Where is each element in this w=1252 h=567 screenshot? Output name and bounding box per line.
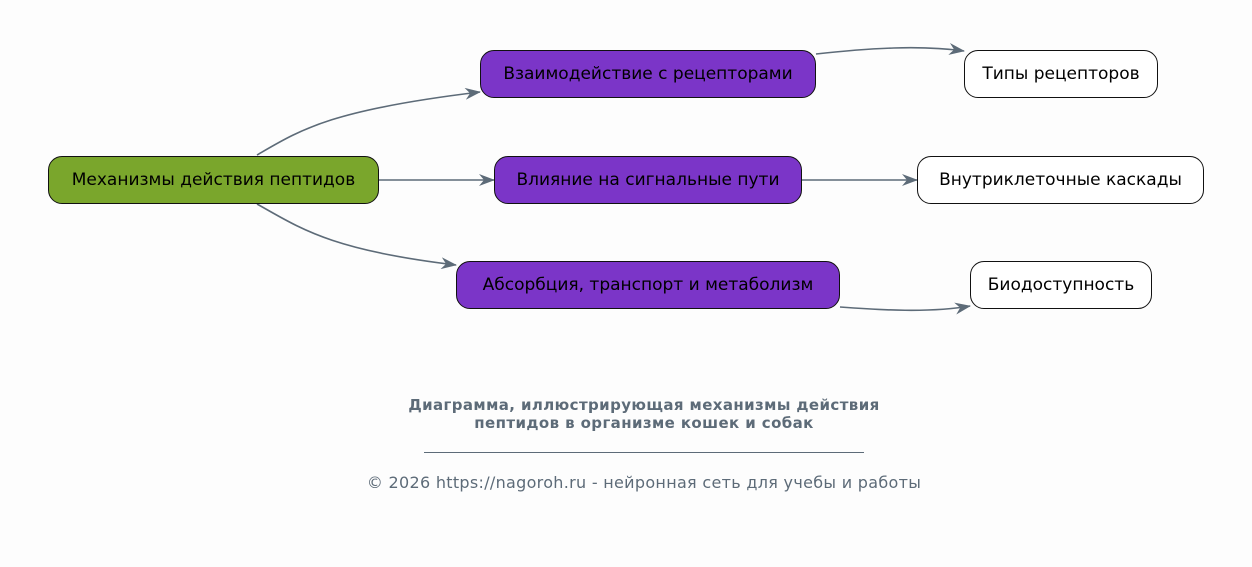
footer-copyright: © 2026 https://nagoroh.ru - нейронная се… (366, 473, 922, 492)
caption-line-1: Диаграмма, иллюстрирующая механизмы дейс… (408, 396, 880, 414)
caption-line-2: пептидов в организме кошек и собак (474, 414, 814, 432)
edge-root-to-absorption (256, 203, 457, 270)
caption-divider (424, 452, 864, 453)
node-peptide-mechanisms: Механизмы действия пептидов (48, 156, 379, 204)
edge-receptors-interaction-to-receptor-types (815, 43, 965, 55)
edge-absorption-to-bioavailability (839, 302, 971, 315)
node-absorption-transport-metabolism: Абсорбция, транспорт и метаболизм (456, 261, 840, 309)
node-receptor-interaction: Взаимодействие с рецепторами (480, 50, 816, 98)
node-intracellular-cascades: Внутриклеточные каскады (917, 156, 1204, 204)
node-bioavailability: Биодоступность (970, 261, 1152, 309)
node-signaling-pathways: Влияние на сигнальные пути (494, 156, 802, 204)
edge-root-to-receptors-interaction (256, 87, 481, 156)
node-receptor-types: Типы рецепторов (964, 50, 1158, 98)
diagram-caption: Диаграмма, иллюстрирующая механизмы дейс… (344, 396, 944, 432)
